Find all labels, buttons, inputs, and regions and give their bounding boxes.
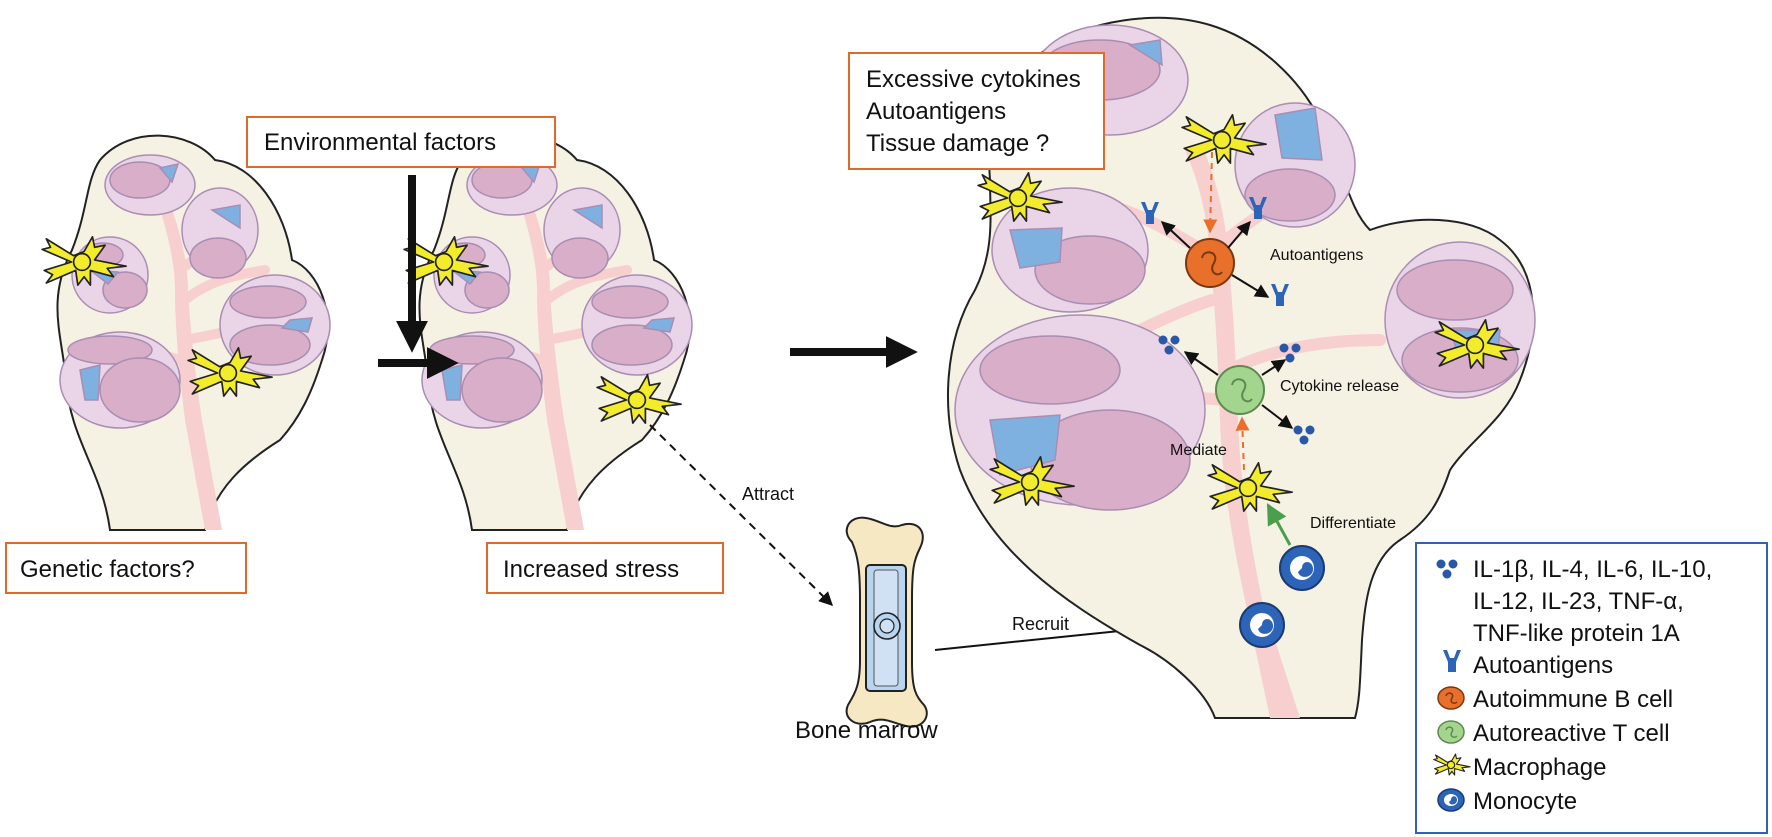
increased-stress-text: Increased stress <box>503 556 680 583</box>
legend-cytokines-line-2: IL-12, IL-23, TNF-α, <box>1473 588 1684 615</box>
outcome-box: Excessive cytokines Autoantigens Tissue … <box>848 52 1105 170</box>
outcome-line-1: Excessive cytokines <box>866 66 1081 93</box>
b-cell-icon <box>1437 686 1465 710</box>
cytokine-icon <box>1158 335 1315 445</box>
legend: IL-1β, IL-4, IL-6, IL-10, IL-12, IL-23, … <box>1415 542 1768 834</box>
bone-marrow-icon <box>845 516 928 728</box>
genetic-factors-box: Genetic factors? <box>5 542 247 594</box>
legend-autoantigens-text: Autoantigens <box>1473 652 1614 679</box>
cytokine-icon <box>1436 559 1458 579</box>
outcome-line-2: Autoantigens <box>866 98 1007 125</box>
monocyte-icon <box>1437 788 1465 812</box>
environmental-factors-text: Environmental factors <box>264 129 497 156</box>
label-cytokine-release: Cytokine release <box>1280 378 1399 395</box>
label-differentiate: Differentiate <box>1310 515 1396 532</box>
legend-b-cell-text: Autoimmune B cell <box>1473 686 1674 713</box>
increased-stress-box: Increased stress <box>486 542 724 594</box>
environmental-factors-box: Environmental factors <box>246 116 556 168</box>
stressed-gland <box>403 134 693 531</box>
monocyte-icon <box>1279 545 1325 591</box>
attract-arrow <box>649 424 833 606</box>
legend-monocyte-text: Monocyte <box>1473 788 1578 815</box>
legend-macrophage-text: Macrophage <box>1473 754 1607 781</box>
autoantigen-icon <box>1141 197 1289 306</box>
outcome-line-3: Tissue damage ? <box>866 130 1050 157</box>
genetic-factors-text: Genetic factors? <box>20 556 195 583</box>
progression-arrows <box>378 175 1228 651</box>
legend-cytokines-line-1: IL-1β, IL-4, IL-6, IL-10, <box>1473 556 1713 583</box>
autoantigen-icon <box>1443 650 1461 672</box>
t-cell-icon <box>1215 365 1265 415</box>
macrophage-icon <box>1433 753 1471 776</box>
label-mediate: Mediate <box>1170 442 1227 459</box>
legend-t-cell-text: Autoreactive T cell <box>1473 720 1670 747</box>
label-bone-marrow: Bone marrow <box>795 717 938 744</box>
healthy-gland <box>41 134 331 531</box>
legend-cytokines-line-3: TNF-like protein 1A <box>1473 620 1680 647</box>
b-cell-icon <box>1185 238 1235 288</box>
label-attract: Attract <box>742 484 794 504</box>
monocyte-icon <box>1239 602 1285 648</box>
t-cell-icon <box>1437 720 1465 744</box>
label-autoantigens: Autoantigens <box>1270 247 1363 264</box>
label-recruit: Recruit <box>1012 614 1069 634</box>
